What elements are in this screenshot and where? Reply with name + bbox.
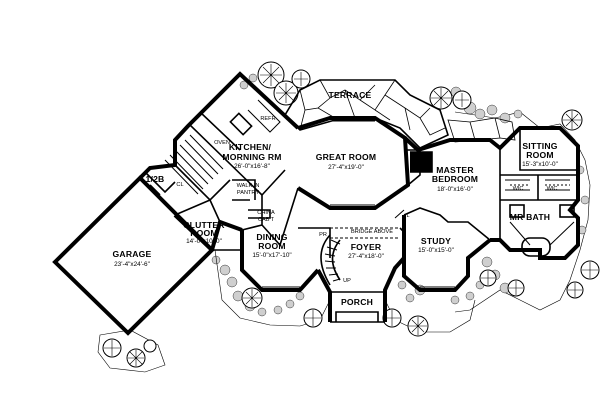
shrub-bottom xyxy=(241,269,525,337)
wic-right-label: WIC xyxy=(547,186,558,192)
pr-label: PR xyxy=(319,232,327,238)
refr-label: REFR xyxy=(260,116,275,122)
bridge-above-label: BRIDGE ABOVE xyxy=(351,229,393,235)
dining-room-dims: 15'-0"x17'-10" xyxy=(252,252,291,259)
porch-label: PORCH xyxy=(341,297,373,307)
china-cab-label: CHINA xyxy=(257,210,275,216)
great-room-dims: 27'-4"x19'-0" xyxy=(328,164,364,171)
sitting-room-label: SITTING xyxy=(522,141,557,151)
study-dims: 15'-0"x15'-0" xyxy=(418,247,454,254)
linen-label: L xyxy=(406,213,409,219)
dining-room-label: DINING xyxy=(256,232,287,242)
pantry-label: WALK IN xyxy=(237,183,260,189)
master-bedroom-dims: 18'-0"x16'-0" xyxy=(437,186,473,193)
cl-label: CL xyxy=(176,182,183,188)
stairs-rear xyxy=(164,134,224,195)
mr-bath-label: MR BATH xyxy=(510,212,550,222)
foyer-dims: 27'-4"x18'-0" xyxy=(348,253,384,260)
clutter-room-label-2: ROOM xyxy=(190,228,218,238)
master-bedroom-label: MASTER xyxy=(436,165,474,175)
shrub-garage xyxy=(97,329,166,373)
landscaping xyxy=(97,61,600,373)
china-cab-label-2: CAB'T xyxy=(258,217,275,223)
shrub-top-right xyxy=(429,86,472,110)
kitchen-label-2: MORNING RM xyxy=(222,152,281,162)
clutter-room-dims: 14'-0"x10'-0" xyxy=(186,238,222,245)
foyer-label: FOYER xyxy=(351,242,382,252)
sitting-room-label-2: ROOM xyxy=(526,150,554,160)
shrub-right xyxy=(561,109,600,299)
stairs-curved xyxy=(320,234,341,286)
study-label: STUDY xyxy=(421,236,451,246)
kitchen-label: KITCHEN/ xyxy=(229,142,272,152)
master-bedroom-label-2: BEDROOM xyxy=(432,174,478,184)
terrace-label: TERRACE xyxy=(329,90,372,100)
room-labels: TERRACE KITCHEN/ MORNING RM 26'-0"x16'-8… xyxy=(113,90,558,307)
left-bushes xyxy=(211,73,305,317)
up-label: UP xyxy=(343,278,351,284)
interior-walls xyxy=(144,99,578,288)
garage-label: GARAGE xyxy=(113,249,152,259)
oven-label: OVEN xyxy=(214,140,230,146)
wic-left-label: WIC xyxy=(513,186,524,192)
garage-dims: 23'-4"x24'-6" xyxy=(114,261,150,268)
pantry-label-2: PANTRY xyxy=(237,190,259,196)
right-bushes xyxy=(397,86,590,305)
sitting-room-dims: 15'-3"x10'-0" xyxy=(522,161,558,168)
great-room-label: GREAT ROOM xyxy=(316,152,377,162)
dining-room-label-2: ROOM xyxy=(258,241,286,251)
clutter-room-label: CLUTTER xyxy=(183,220,225,230)
half-bath-label: 1/2B xyxy=(146,174,165,184)
annotations: BRIDGE ABOVE PR UP REFR OVEN CL L xyxy=(176,116,409,284)
shrub-top-left xyxy=(257,61,311,106)
kitchen-dims: 26'-0"x16'-8" xyxy=(234,163,270,170)
